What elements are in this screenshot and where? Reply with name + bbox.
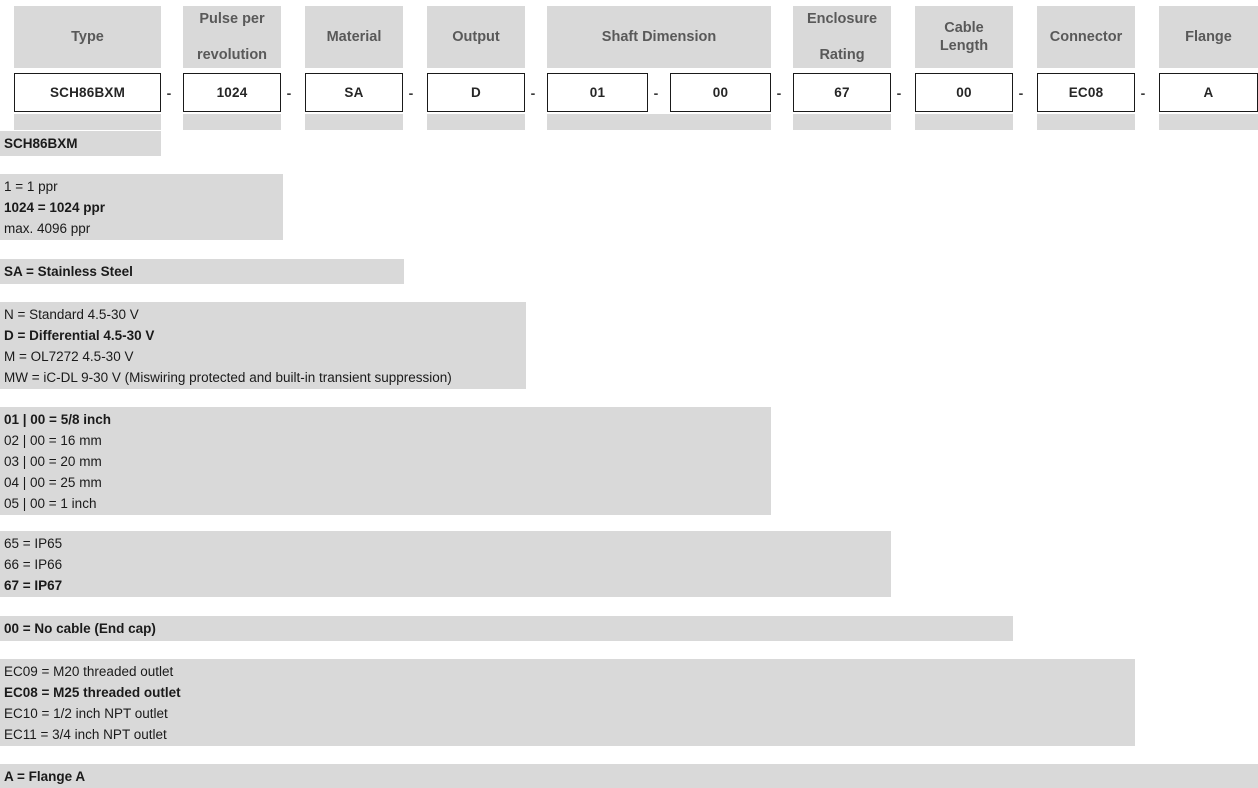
column-footer-strip [1159, 114, 1258, 130]
value-box-5[interactable]: 00 [670, 73, 771, 112]
description-line: 02 | 00 = 16 mm [4, 432, 102, 448]
value-box-7[interactable]: 00 [915, 73, 1013, 112]
description-line: 01 | 00 = 5/8 inch [4, 411, 111, 427]
description-line: A = Flange A [4, 768, 86, 784]
description-line: M = OL7272 4.5-30 V [4, 348, 134, 364]
description-line: SCH86BXM [4, 136, 78, 151]
column-header-type: Type [14, 6, 161, 68]
description-line: 00 = No cable (End cap) [4, 621, 156, 636]
column-header-shaft-dimension: Shaft Dimension [547, 6, 771, 68]
description-block-enclosure-rating: 65 = IP65 66 = IP66 67 = IP67 [0, 531, 891, 597]
description-line: MW = iC-DL 9-30 V (Miswiring protected a… [4, 369, 452, 385]
separator-dash: - [530, 84, 536, 101]
description-block-flange: A = Flange A [0, 764, 1258, 788]
column-footer-strip [305, 114, 403, 130]
separator-dash: - [408, 84, 414, 101]
description-line: 1 = 1 ppr [4, 178, 58, 194]
description-line: N = Standard 4.5-30 V [4, 306, 139, 322]
description-line: 1024 = 1024 ppr [4, 199, 105, 215]
separator-dash: - [896, 84, 902, 101]
value-box-2[interactable]: SA [305, 73, 403, 112]
description-line: EC10 = 1/2 inch NPT outlet [4, 705, 168, 721]
column-header-flange: Flange [1159, 6, 1258, 68]
column-footer-strip [183, 114, 281, 130]
value-box-6[interactable]: 67 [793, 73, 891, 112]
description-block-cable-length: 00 = No cable (End cap) [0, 616, 1013, 641]
column-header-connector: Connector [1037, 6, 1135, 68]
description-line: EC09 = M20 threaded outlet [4, 663, 174, 679]
column-footer-strip [915, 114, 1013, 130]
description-block-output: N = Standard 4.5-30 V D = Differential 4.… [0, 302, 526, 389]
value-box-1[interactable]: 1024 [183, 73, 281, 112]
description-line: 04 | 00 = 25 mm [4, 474, 102, 490]
value-box-3[interactable]: D [427, 73, 525, 112]
description-line: 66 = IP66 [4, 556, 63, 572]
value-box-0[interactable]: SCH86BXM [14, 73, 161, 112]
column-footer-strip [427, 114, 525, 130]
description-block-material: SA = Stainless Steel [0, 259, 404, 284]
column-footer-strip [547, 114, 771, 130]
description-line: D = Differential 4.5-30 V [4, 327, 155, 343]
description-block-shaft-dimension: 01 | 00 = 5/8 inch 02 | 00 = 16 mm 03 | 00… [0, 407, 771, 515]
description-block-pulse-per-revolution: 1 = 1 ppr 1024 = 1024 ppr max. 4096 ppr [0, 174, 283, 240]
separator-dash: - [166, 84, 172, 101]
separator-dash: - [286, 84, 292, 101]
separator-dash: - [776, 84, 782, 101]
separator-dash: - [1018, 84, 1024, 101]
column-footer-strip [14, 114, 161, 130]
column-footer-strip [1037, 114, 1135, 130]
separator-dash: - [653, 84, 659, 101]
description-line: SA = Stainless Steel [4, 264, 133, 279]
description-line: 05 | 00 = 1 inch [4, 495, 97, 511]
column-footer-strip [793, 114, 891, 130]
value-box-9[interactable]: A [1159, 73, 1258, 112]
description-line: 03 | 00 = 20 mm [4, 453, 102, 469]
description-line: 67 = IP67 [4, 577, 63, 593]
value-box-4[interactable]: 01 [547, 73, 648, 112]
description-line: EC08 = M25 threaded outlet [4, 684, 181, 700]
description-line: max. 4096 ppr [4, 220, 91, 236]
column-header-material: Material [305, 6, 403, 68]
separator-dash: - [1140, 84, 1146, 101]
column-header-cable-length: Cable Length [915, 6, 1013, 68]
description-line: EC11 = 3/4 inch NPT outlet [4, 726, 167, 742]
column-header-output: Output [427, 6, 525, 68]
value-box-8[interactable]: EC08 [1037, 73, 1135, 112]
description-block-type: SCH86BXM [0, 131, 161, 156]
description-line: 65 = IP65 [4, 535, 63, 551]
